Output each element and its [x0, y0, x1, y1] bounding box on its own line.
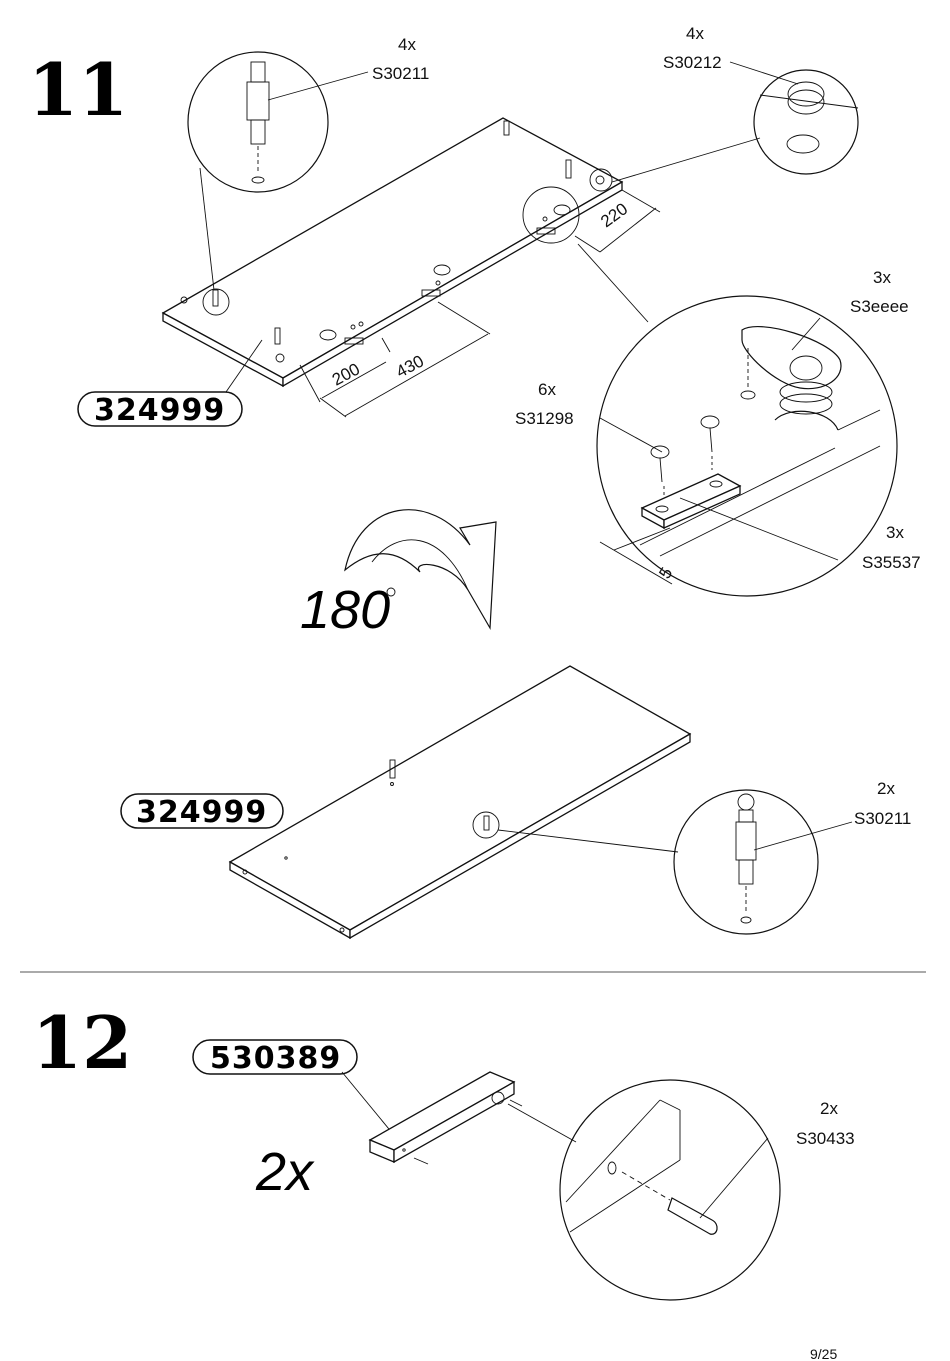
detail-circle-s30212: [611, 61, 859, 183]
svg-text:530389: 530389: [210, 1041, 341, 1076]
dim-200: 200: [329, 359, 363, 389]
step-number-12: 12: [32, 1000, 132, 1085]
callout-s30433-qty: 2x: [820, 1099, 838, 1118]
detail-circle-s30211-bottom: [673, 789, 853, 935]
callout-s3eeee-code: S3eeee: [850, 297, 909, 316]
page-number: 9/25: [810, 1346, 837, 1361]
callout-s30211-bottom-code: S30211: [854, 809, 911, 828]
rotate-180-label: 180: [300, 580, 390, 640]
detail-circle-s30211-top: [187, 51, 369, 291]
callout-s30212-qty: 4x: [686, 24, 704, 43]
svg-text:324999: 324999: [94, 393, 225, 428]
rotate-arrow-icon: [344, 509, 497, 631]
callout-s35537-qty: 3x: [886, 523, 904, 542]
detail-circle-cam-plate: [577, 243, 898, 597]
callout-s3eeee-qty: 3x: [873, 268, 891, 287]
callout-s30211-bottom-qty: 2x: [877, 779, 895, 798]
callout-s35537-code: S35537: [862, 553, 921, 572]
part-label-324999-bottom: 324999: [120, 793, 284, 830]
callout-s31298-qty: 6x: [538, 380, 556, 399]
rail-drawing: [368, 1071, 577, 1165]
step-number-11: 11: [28, 47, 128, 132]
part-label-324999-top: 324999: [77, 391, 243, 428]
board-bottom-drawing: [228, 665, 692, 940]
dim-430: 430: [393, 351, 427, 381]
callout-s30433-code: S30433: [796, 1129, 855, 1148]
detail-circle-s30433: [559, 1079, 781, 1301]
dim-5: 5: [655, 564, 676, 582]
part-label-530389: 530389: [192, 1039, 358, 1076]
dim-220: 220: [597, 199, 631, 231]
callout-s30211-top-qty: 4x: [398, 35, 416, 54]
callout-s31298-code: S31298: [515, 409, 574, 428]
svg-text:324999: 324999: [136, 795, 267, 830]
dimension-lines: [299, 189, 661, 418]
callout-s30212-code: S30212: [663, 53, 722, 72]
callout-s30211-top-code: S30211: [372, 64, 429, 83]
multiplier-2x: 2x: [255, 1142, 315, 1202]
board-top-drawing: [161, 117, 624, 388]
